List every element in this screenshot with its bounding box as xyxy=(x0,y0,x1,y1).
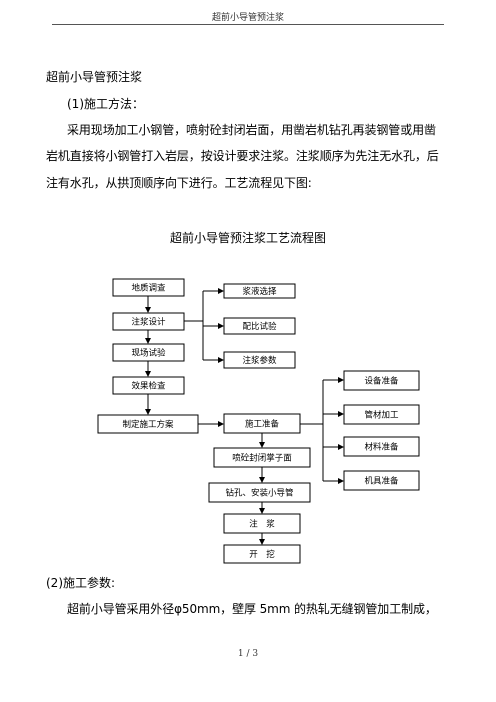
box-mix-test xyxy=(223,317,296,335)
label-material-prep: 材料准备 xyxy=(364,442,399,453)
paragraph1-line1: 采用现场加工小钢管，喷射砼封闭岩面，用凿岩机钻孔再装钢管或用凿 xyxy=(67,123,436,137)
label-construction-prep: 施工准备 xyxy=(245,419,280,430)
box-grout-params xyxy=(223,351,296,369)
paragraph1-line3: 注有水孔，从拱顶顺序向下进行。工艺流程见下图: xyxy=(46,176,312,190)
label-field-test: 现场试验 xyxy=(131,348,166,359)
step2-label: (2)施工参数: xyxy=(46,576,116,590)
label-finish: 开 挖 xyxy=(249,549,275,560)
box-material-select xyxy=(223,283,296,299)
flowchart-title: 超前小导管预注浆工艺流程图 xyxy=(169,231,326,245)
label-material-select: 浆液选择 xyxy=(242,286,277,297)
label-grouting: 注 浆 xyxy=(249,519,275,530)
label-geology: 地质调查 xyxy=(131,283,166,294)
label-grout-design: 注浆设计 xyxy=(131,317,166,328)
box-machine-prep xyxy=(343,470,420,491)
box-material-prep xyxy=(343,436,420,457)
box-finish xyxy=(223,544,301,564)
header-rule xyxy=(52,24,444,25)
label-drill-install: 钻孔、安装小导管 xyxy=(225,488,293,499)
label-equipment-prep: 设备准备 xyxy=(364,376,399,387)
page-header: 超前小导管预注浆 xyxy=(211,13,284,23)
section-title: 超前小导管预注浆 xyxy=(46,70,143,84)
label-construction-plan: 制定施工方案 xyxy=(122,419,174,430)
label-mix-test: 配比试验 xyxy=(242,321,277,332)
label-grout-params: 注浆参数 xyxy=(242,355,277,366)
label-effect-check: 效果检查 xyxy=(131,381,166,392)
label-spray-seal: 喷砼封闭掌子面 xyxy=(232,453,292,464)
label-pipe-processing: 管材加工 xyxy=(364,410,399,421)
paragraph2-line1: 超前小导管采用外径φ50mm，壁厚 5mm 的热轧无缝钢管加工制成， xyxy=(67,602,437,616)
step1-label: (1)施工方法： xyxy=(67,97,144,111)
box-pipe-processing xyxy=(343,404,420,425)
page-number: 1 / 3 xyxy=(237,649,259,659)
box-equipment-prep xyxy=(343,370,420,391)
paragraph1-line2: 岩机直接将小钢管打入岩层，按设计要求注浆。注浆顺序为先注无水孔，后 xyxy=(46,149,439,163)
box-drill-install xyxy=(208,482,311,503)
label-machine-prep: 机具准备 xyxy=(364,476,399,487)
